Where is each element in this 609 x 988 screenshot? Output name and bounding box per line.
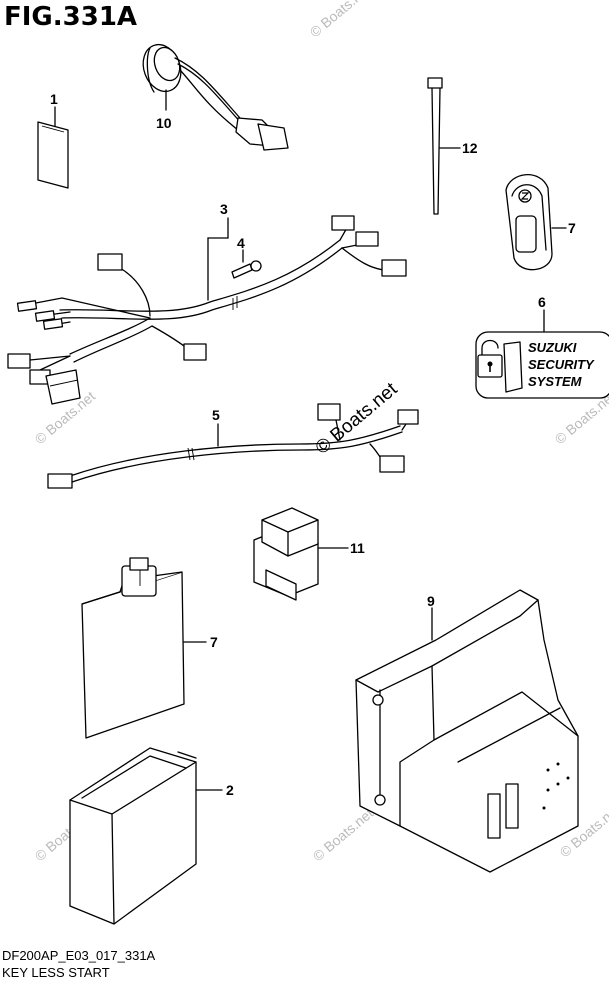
callout-3: 3 <box>220 201 228 217</box>
callout-9: 9 <box>427 593 435 609</box>
callout-6: 6 <box>538 294 546 310</box>
part-1-label-sticker: 1 <box>37 91 69 189</box>
suzuki-s-logo-icon <box>518 189 532 203</box>
callout-7: 7 <box>210 634 218 650</box>
part-3-main-harness: 3 <box>7 201 407 405</box>
watermark: © Boats.net <box>310 805 377 864</box>
part-12-cable-tie: 12 <box>427 77 478 215</box>
lock-icon <box>477 339 503 378</box>
callout-10: 10 <box>156 115 172 131</box>
badge-line-2: SECURITY <box>528 357 595 372</box>
badge-line-1: SUZUKI <box>528 340 577 355</box>
part-9-case: 9 <box>355 589 579 873</box>
callout-1: 1 <box>50 91 58 107</box>
part-6-security-badge: 6 SUZUKI SECURITY SYSTEM <box>475 294 609 399</box>
figure-title: FIG.331A <box>4 2 138 32</box>
callout-4: 4 <box>237 235 245 251</box>
callout-5: 5 <box>212 407 220 423</box>
part-4-screw: 4 <box>231 235 262 279</box>
part-5-secondary-harness: 5 <box>47 403 419 489</box>
part-7-control-unit: 7 <box>81 557 218 739</box>
figure-name: KEY LESS START <box>2 965 110 980</box>
figure-code: DF200AP_E03_017_331A <box>2 948 156 963</box>
callout-11: 11 <box>350 540 365 556</box>
part-10-switch-harness: 10 <box>142 43 289 151</box>
badge-line-3: SYSTEM <box>528 374 583 389</box>
callout-12: 12 <box>462 140 478 156</box>
part-8-remote-fob: 7 <box>505 174 576 271</box>
part-2-bracket: 2 <box>69 747 234 925</box>
watermark: © Boats.net <box>307 0 374 40</box>
callout-2: 2 <box>226 782 234 798</box>
part-11-relay: 11 <box>253 507 365 601</box>
callout-8: 7 <box>568 220 576 236</box>
